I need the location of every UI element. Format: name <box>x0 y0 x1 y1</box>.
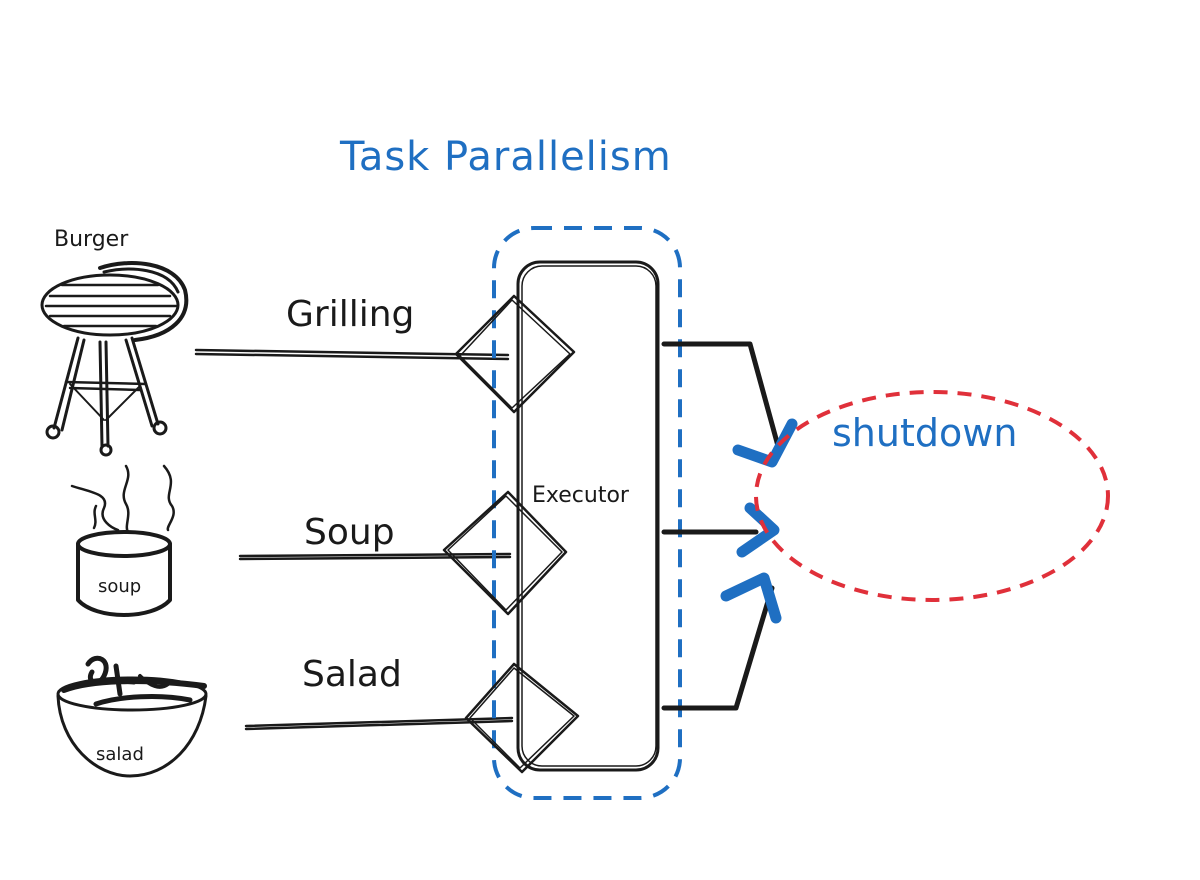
salad-bowl-icon: salad <box>56 655 208 778</box>
output-connector-bottom <box>661 585 775 711</box>
shutdown-label: shutdown <box>832 411 1017 455</box>
task-line-soup <box>238 552 512 561</box>
soup-pot-label: soup <box>98 576 141 597</box>
executor-label: Executor <box>532 483 630 508</box>
shutdown-ellipse <box>754 390 1110 602</box>
task-label-salad: Salad <box>302 654 402 695</box>
task-label-grilling: Grilling <box>286 294 414 335</box>
burger-label: Burger <box>54 227 129 252</box>
arrowhead-bottom <box>720 572 782 624</box>
arrowhead-top <box>732 418 798 468</box>
output-connector-top <box>661 341 781 449</box>
task-diamond-soup <box>442 490 568 616</box>
salad-bowl-label: salad <box>96 744 144 765</box>
grill-icon: Burger <box>40 227 189 457</box>
task-label-soup: Soup <box>304 512 395 553</box>
diagram-title: Task Parallelism <box>339 134 672 180</box>
task-diamond-grilling <box>454 294 576 414</box>
executor-box: Executor <box>516 260 660 772</box>
task-diamond-salad <box>464 662 580 774</box>
soup-pot-icon: soup <box>70 464 175 617</box>
arrowhead-middle <box>736 502 780 558</box>
